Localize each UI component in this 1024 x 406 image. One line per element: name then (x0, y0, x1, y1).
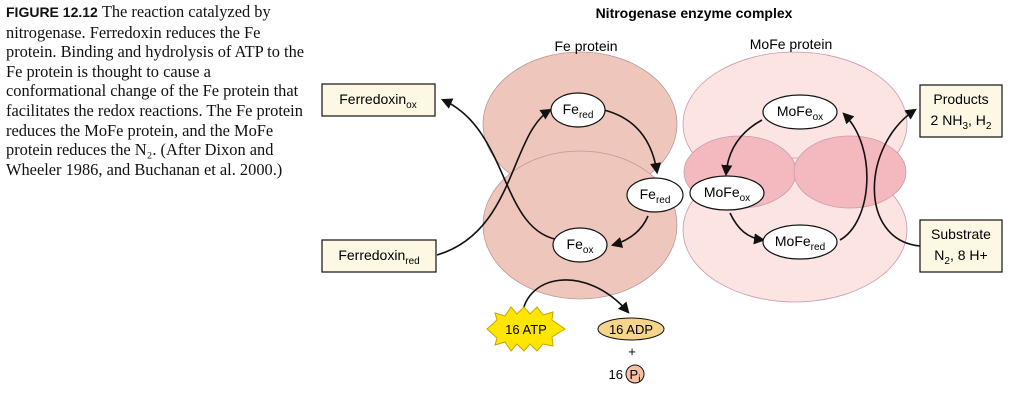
node-mofe-ox-mid: MoFeox (689, 175, 765, 211)
arrow-mofe-mid-to-mofe-red (729, 212, 766, 245)
mofe-protein-label: MoFe protein (750, 36, 832, 52)
reaction-arrows (436, 98, 921, 321)
mofe-interface-right (793, 135, 907, 209)
substrate-formula-b: , 8 H+ (950, 247, 988, 263)
node-fe-ox-base: Fe (567, 236, 584, 252)
svg-text:N2, 8 H+: N2, 8 H+ (934, 247, 987, 267)
products-formula-sub: 3 (962, 121, 968, 132)
arrow-fe-ox-to-ferredoxin-ox (440, 98, 561, 241)
node-mofe-ox-top-sub: ox (813, 112, 824, 123)
svg-text:Fered: Fered (563, 101, 594, 121)
pi-circle (625, 364, 645, 384)
node-fe-ox-sub: ox (583, 245, 594, 256)
arrow-ferredoxin-to-fe-red (436, 108, 552, 256)
fe-protein-label: Fe protein (554, 38, 617, 54)
products-box: Products 2 NH3, H2 (919, 84, 1003, 138)
ferredoxin-ox-base: Ferredoxin (339, 91, 406, 107)
products-formula-sub2: 2 (986, 121, 992, 132)
node-mofe-red: MoFered (762, 224, 838, 260)
node-mofe-ox-top-base: MoFe (777, 103, 813, 119)
plus-sign: + (628, 344, 636, 359)
svg-text:MoFered: MoFered (775, 233, 825, 253)
substrate-label: Substrate (931, 226, 991, 242)
substrate-formula-a: N (934, 247, 944, 263)
node-fe-red-mid: Fered (626, 177, 684, 213)
ferredoxin-red-box: Ferredoxinred (321, 239, 437, 273)
arrow-mofe-red-to-mofe-ox (839, 112, 868, 241)
arrow-fe-red-top-to-mid (603, 109, 662, 175)
diagram-title: Nitrogenase enzyme complex (596, 5, 793, 21)
svg-text:Pi: Pi (630, 367, 641, 385)
arrow-mofe-ox-to-mid (721, 119, 763, 177)
node-mofe-ox-top: MoFeox (762, 94, 838, 130)
node-mofe-red-base: MoFe (775, 233, 811, 249)
adp-badge: 16 ADP (597, 317, 665, 341)
pi-count: 16 (609, 367, 623, 382)
svg-text:Ferredoxinred: Ferredoxinred (338, 247, 419, 267)
ferredoxin-ox-sub: ox (406, 100, 417, 111)
node-mofe-ox-mid-base: MoFe (704, 184, 740, 200)
node-fe-red-top-base: Fe (563, 101, 580, 117)
svg-text:Fered: Fered (640, 186, 671, 206)
adp-label: 16 ADP (609, 322, 653, 337)
substrate-box: Substrate N2, 8 H+ (919, 219, 1003, 273)
phosphate-group: 16 Pi (609, 364, 645, 385)
svg-text:MoFeox: MoFeox (704, 184, 750, 204)
node-fe-red-top: Fered (550, 92, 606, 128)
products-formula-a: 2 NH (931, 112, 963, 128)
products-formula-b: , H (968, 112, 986, 128)
atp-label: 16 ATP (505, 322, 547, 337)
pi-sub: i (638, 374, 640, 385)
figure-label: FIGURE 12.12 (6, 4, 98, 20)
arrow-substrate-to-products (873, 108, 921, 247)
substrate-formula-sub: 2 (944, 256, 950, 267)
node-fe-red-top-sub: red (579, 110, 593, 121)
ferredoxin-red-sub: red (405, 256, 419, 267)
svg-text:Feox: Feox (567, 236, 594, 256)
svg-text:Ferredoxinox: Ferredoxinox (339, 91, 416, 111)
arrow-fe-red-mid-to-fe-ox (610, 215, 649, 248)
node-fe-red-mid-base: Fe (640, 186, 657, 202)
pi-letter: P (630, 367, 639, 382)
svg-text:MoFeox: MoFeox (777, 103, 823, 123)
arrow-atp-to-adp (521, 279, 630, 321)
node-mofe-ox-mid-sub: ox (740, 193, 751, 204)
atp-starburst: 16 ATP (486, 306, 566, 352)
node-fe-red-mid-sub: red (656, 195, 670, 206)
atp-starburst-shape (486, 306, 566, 352)
node-mofe-red-sub: red (811, 242, 825, 253)
caption-text: The reaction catalyzed by nitrogenase. F… (6, 2, 305, 179)
ferredoxin-red-base: Ferredoxin (338, 247, 405, 263)
svg-text:2 NH3, H2: 2 NH3, H2 (931, 112, 992, 132)
node-fe-ox: Feox (552, 227, 608, 263)
ferredoxin-ox-box: Ferredoxinox (321, 83, 436, 117)
products-label: Products (933, 91, 988, 107)
